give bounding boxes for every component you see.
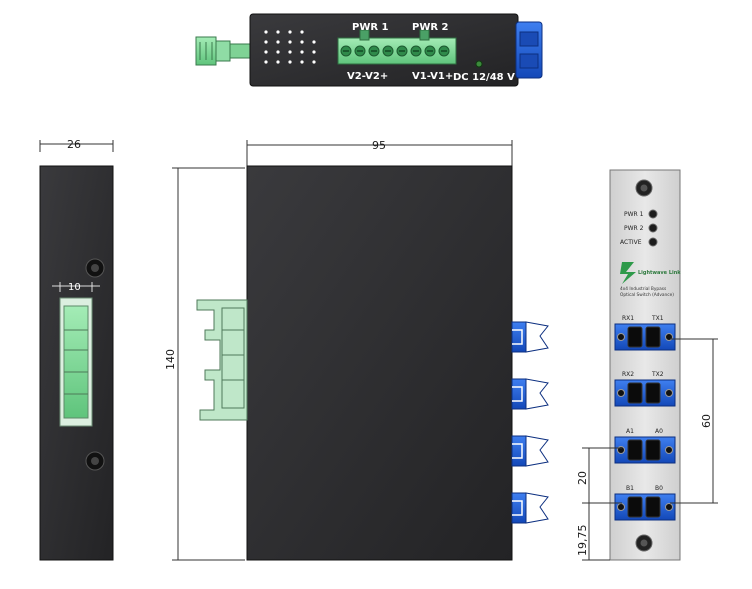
vent-hole (264, 40, 268, 44)
dim-width: 95 (372, 139, 386, 152)
led-active-icon (648, 237, 658, 247)
duplex-port-icon (614, 436, 676, 464)
front-fiber-connectors (511, 321, 549, 524)
vent-hole (312, 40, 316, 44)
led-pwr1-label: PWR 1 (624, 211, 644, 218)
port2-left-label: RX2 (622, 371, 634, 378)
port1-right-label: TX1 (651, 315, 664, 322)
status-led-icon (475, 60, 483, 68)
side-connector-icon (511, 378, 549, 410)
vent-hole (312, 50, 316, 54)
top-view: PWR 1 PWR 2 V2-V2+ V1-V1+ DC 12/48 V (195, 13, 543, 87)
pwr2-label: PWR 2 (412, 22, 449, 33)
duplex-port-icon (614, 493, 676, 521)
port3-left-label: A1 (626, 428, 634, 435)
vent-hole (300, 60, 304, 64)
din-clip-top (195, 36, 253, 66)
vent-hole (312, 60, 316, 64)
duplex-port-icon (614, 323, 676, 351)
led-pwr2-label: PWR 2 (624, 225, 644, 232)
port1-left-label: RX1 (622, 315, 634, 322)
vent-hole (288, 60, 292, 64)
panel-screw-top-icon (635, 179, 653, 197)
front-body (246, 165, 513, 561)
dim-depth: 26 (67, 138, 81, 151)
panel-ports (614, 323, 676, 521)
vent-hole (300, 30, 304, 34)
vent-hole (264, 50, 268, 54)
led-pwr2-icon (648, 223, 658, 233)
fiber-connectors-top (515, 21, 543, 79)
terminal-right-label: V1-V1+ (412, 71, 453, 82)
vent-hole (276, 30, 280, 34)
vent-hole (264, 30, 268, 34)
port2-right-label: TX2 (651, 371, 664, 378)
duplex-port-icon (614, 379, 676, 407)
vent-hole (288, 40, 292, 44)
dim-port-pitch: 20 (576, 471, 589, 485)
vent-holes (264, 30, 316, 64)
brand-logo-icon (620, 262, 636, 284)
side-screw-bottom-icon (85, 451, 105, 471)
product-line2: Optical Switch (Advance) (620, 292, 674, 298)
power-terminal-block (337, 29, 457, 65)
side-din-clip (59, 297, 93, 427)
pwr1-label: PWR 1 (352, 22, 389, 33)
panel-view: PWR 1 PWR 2 ACTIVE Lightwave Link 4x4 In… (576, 169, 718, 561)
vent-hole (288, 50, 292, 54)
side-screw-top-icon (85, 258, 105, 278)
port3-right-label: A0 (655, 428, 663, 435)
vent-hole (300, 50, 304, 54)
dim-height: 140 (164, 349, 177, 370)
brand-text: Lightwave Link (638, 270, 681, 276)
vent-hole (276, 60, 280, 64)
side-connector-icon (511, 492, 549, 524)
voltage-label: DC 12/48 V (453, 72, 515, 83)
vent-hole (276, 40, 280, 44)
side-view: 26 10 (39, 138, 114, 561)
port4-left-label: B1 (626, 485, 634, 492)
side-connector-icon (511, 435, 549, 467)
din-rail-bracket (196, 299, 248, 421)
vent-hole (276, 50, 280, 54)
product-line1: 4x4 Industrial Bypass (620, 286, 667, 292)
vent-hole (264, 60, 268, 64)
vent-hole (288, 30, 292, 34)
led-pwr1-icon (648, 209, 658, 219)
front-view: 95 140 (164, 139, 549, 561)
vent-hole (300, 40, 304, 44)
panel-screw-bottom-icon (635, 534, 653, 552)
terminal-left-label: V2-V2+ (347, 71, 388, 82)
led-active-label: ACTIVE (620, 239, 642, 246)
dim-port-span: 60 (700, 414, 713, 428)
port4-right-label: B0 (655, 485, 663, 492)
dim-din-width: 10 (68, 282, 81, 293)
side-connector-icon (511, 321, 549, 353)
dim-bottom-offset: 19,75 (576, 525, 589, 557)
